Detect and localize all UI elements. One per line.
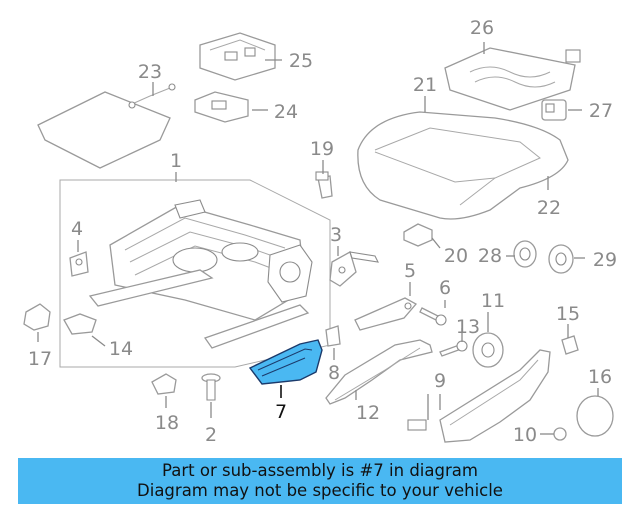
- part-5-strap: [354, 297, 418, 331]
- part-2-bolt: [201, 373, 221, 401]
- callout-2: 2: [205, 424, 217, 446]
- part-25-module: [199, 32, 276, 81]
- callout-12: 12: [356, 402, 380, 424]
- leader-lines: [37, 42, 599, 435]
- part-6-bolt: [419, 307, 447, 326]
- part-16-cap: [576, 395, 614, 437]
- callout-10: 10: [513, 424, 537, 446]
- callout-16: 16: [588, 366, 612, 388]
- callout-27: 27: [589, 100, 613, 122]
- part-11-motor: [472, 332, 504, 368]
- callout-17: 17: [28, 348, 52, 370]
- callout-labels: 1 2 3 4 5 6 7 8 9 10 11 12 13 14 15 16 1…: [28, 17, 617, 446]
- part-21-seat-cushion: [357, 111, 569, 220]
- callout-19: 19: [310, 138, 334, 160]
- seat-frame-assembly: [88, 199, 313, 349]
- part-29-cap: [548, 244, 574, 274]
- callout-7: 7: [275, 401, 287, 423]
- callout-20: 20: [444, 245, 468, 267]
- part-7-trim-cover: [248, 339, 323, 385]
- callout-22: 22: [537, 197, 561, 219]
- info-banner: Part or sub-assembly is #7 in diagram Di…: [18, 458, 622, 504]
- part-24-control-module: [194, 91, 249, 123]
- part-3-bracket: [329, 251, 379, 287]
- part-27-connector: [541, 99, 567, 121]
- part-17-clip: [23, 303, 51, 331]
- part-28-knob: [513, 240, 537, 268]
- callout-13: 13: [456, 316, 480, 338]
- part-19-clip: [315, 171, 333, 199]
- banner-line-1: Part or sub-assembly is #7 in diagram: [162, 461, 478, 480]
- part-10-screw: [553, 427, 567, 441]
- part-18-clip: [151, 373, 177, 395]
- callout-26: 26: [470, 17, 494, 39]
- callout-24: 24: [274, 101, 298, 123]
- callout-5: 5: [404, 260, 416, 282]
- callout-21: 21: [413, 74, 437, 96]
- callout-15: 15: [556, 303, 580, 325]
- callout-6: 6: [439, 277, 451, 299]
- part-9-side-shield: [407, 349, 551, 443]
- callout-28: 28: [478, 245, 502, 267]
- callout-14: 14: [109, 338, 133, 360]
- part-12-rod: [325, 339, 433, 405]
- callout-25: 25: [289, 50, 313, 72]
- callout-29: 29: [593, 249, 617, 271]
- part-26-heater-mat: [444, 47, 581, 111]
- part-13-bolt: [439, 340, 468, 357]
- part-20-pad: [403, 223, 433, 247]
- callout-1: 1: [170, 150, 182, 172]
- callout-4: 4: [71, 218, 83, 240]
- banner-line-2: Diagram may not be specific to your vehi…: [137, 481, 503, 500]
- part-4-bracket: [69, 251, 89, 277]
- callout-8: 8: [328, 362, 340, 384]
- part-15-clip: [561, 335, 579, 355]
- callout-23: 23: [138, 61, 162, 83]
- part-8-clip: [325, 325, 341, 347]
- part-23-cushion-pad: [37, 83, 176, 169]
- callout-11: 11: [481, 290, 505, 312]
- callout-18: 18: [155, 412, 179, 434]
- callout-3: 3: [330, 224, 342, 246]
- part-14-bracket: [63, 313, 97, 335]
- callout-9: 9: [434, 370, 446, 392]
